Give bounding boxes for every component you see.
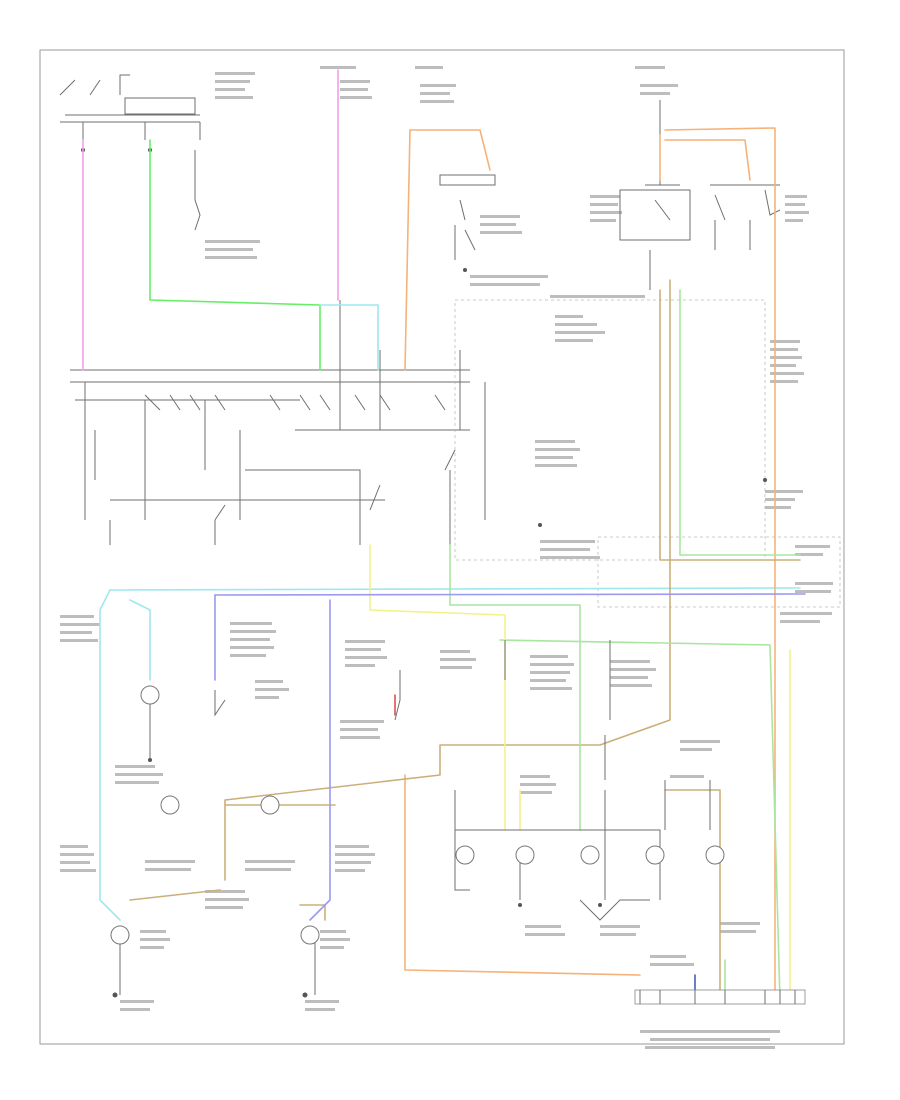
- relay-block-right: [439, 100, 781, 290]
- bottom-connector: [634, 989, 806, 1005]
- module-connector-box: [597, 536, 841, 608]
- lamp-bulbs: [110, 685, 725, 945]
- lamp-icon: [645, 845, 665, 865]
- lamp-icon: [515, 845, 535, 865]
- lamp-icon: [260, 795, 280, 815]
- diagram-frame: [39, 49, 845, 1045]
- lamp-icon: [140, 685, 160, 705]
- lamp-icon: [705, 845, 725, 865]
- lamp-icon: [160, 795, 180, 815]
- lamp-icon: [110, 925, 130, 945]
- wires: [82, 69, 806, 1001]
- control-module-outline: [454, 299, 766, 561]
- ground-symbols: [112, 478, 767, 998]
- lamp-icon: [455, 845, 475, 865]
- headlamp-switch-bank: [70, 300, 486, 545]
- lamp-icon: [300, 925, 320, 945]
- ignition-switch-block: [59, 74, 201, 231]
- lamp-icon: [580, 845, 600, 865]
- label-blocks: [60, 66, 833, 1049]
- lamp-circuits: [119, 640, 711, 995]
